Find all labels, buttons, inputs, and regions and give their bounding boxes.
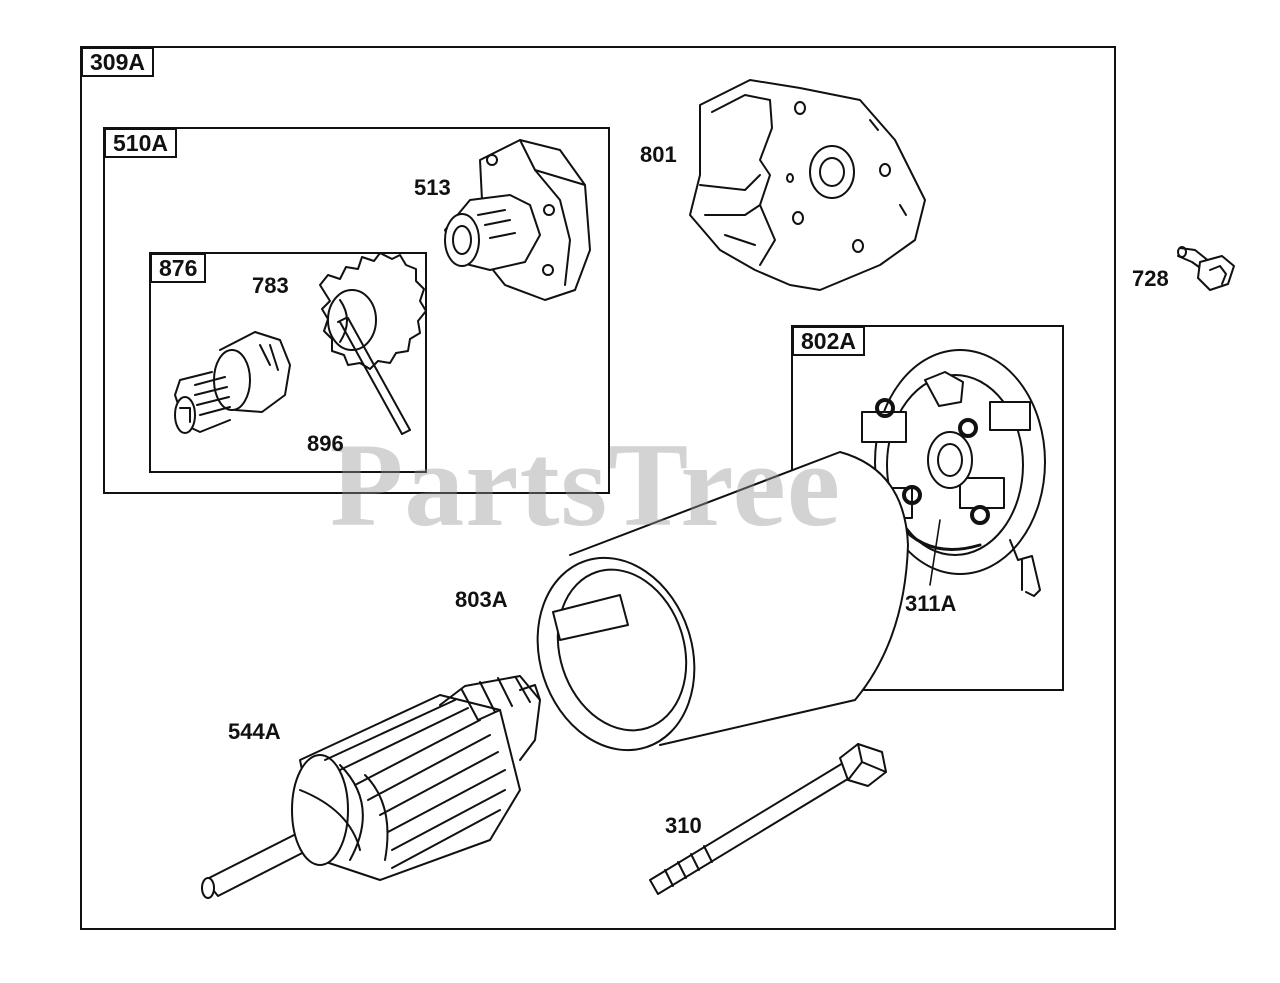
pinion-gear-icon[interactable] (319, 252, 427, 370)
thru-bolt-icon[interactable] (649, 743, 887, 895)
clutch-tag[interactable]: 876 (150, 253, 207, 283)
callout-801[interactable]: 801 (640, 142, 677, 167)
brush-holder-icon[interactable] (861, 349, 1046, 597)
callout-311A[interactable]: 311A (905, 591, 957, 616)
callout-896[interactable]: 896 (307, 431, 344, 456)
callout-513[interactable]: 513 (414, 175, 451, 200)
callout-310[interactable]: 310 (665, 813, 702, 838)
roll-pin-icon[interactable] (337, 317, 411, 435)
end-cap-plate-icon[interactable] (689, 79, 926, 291)
drive-housing-icon[interactable] (444, 139, 591, 301)
armature-icon[interactable] (201, 675, 541, 899)
brush-housing-tag[interactable]: 802A (792, 326, 865, 356)
drive-tag[interactable]: 510A (104, 128, 177, 158)
callout-728[interactable]: 728 (1132, 266, 1169, 291)
assembly-box: 309A (80, 46, 1116, 930)
assembly-tag[interactable]: 309A (81, 47, 154, 77)
callout-544A[interactable]: 544A (228, 719, 281, 744)
callout-783[interactable]: 783 (252, 273, 289, 298)
clutch-assembly-icon[interactable] (174, 331, 291, 434)
drive-box: 510A (103, 127, 610, 494)
callout-803A[interactable]: 803A (455, 587, 508, 612)
field-housing-icon[interactable] (513, 451, 909, 771)
screw-icon[interactable] (1177, 246, 1235, 291)
clutch-box: 876 (149, 252, 427, 473)
